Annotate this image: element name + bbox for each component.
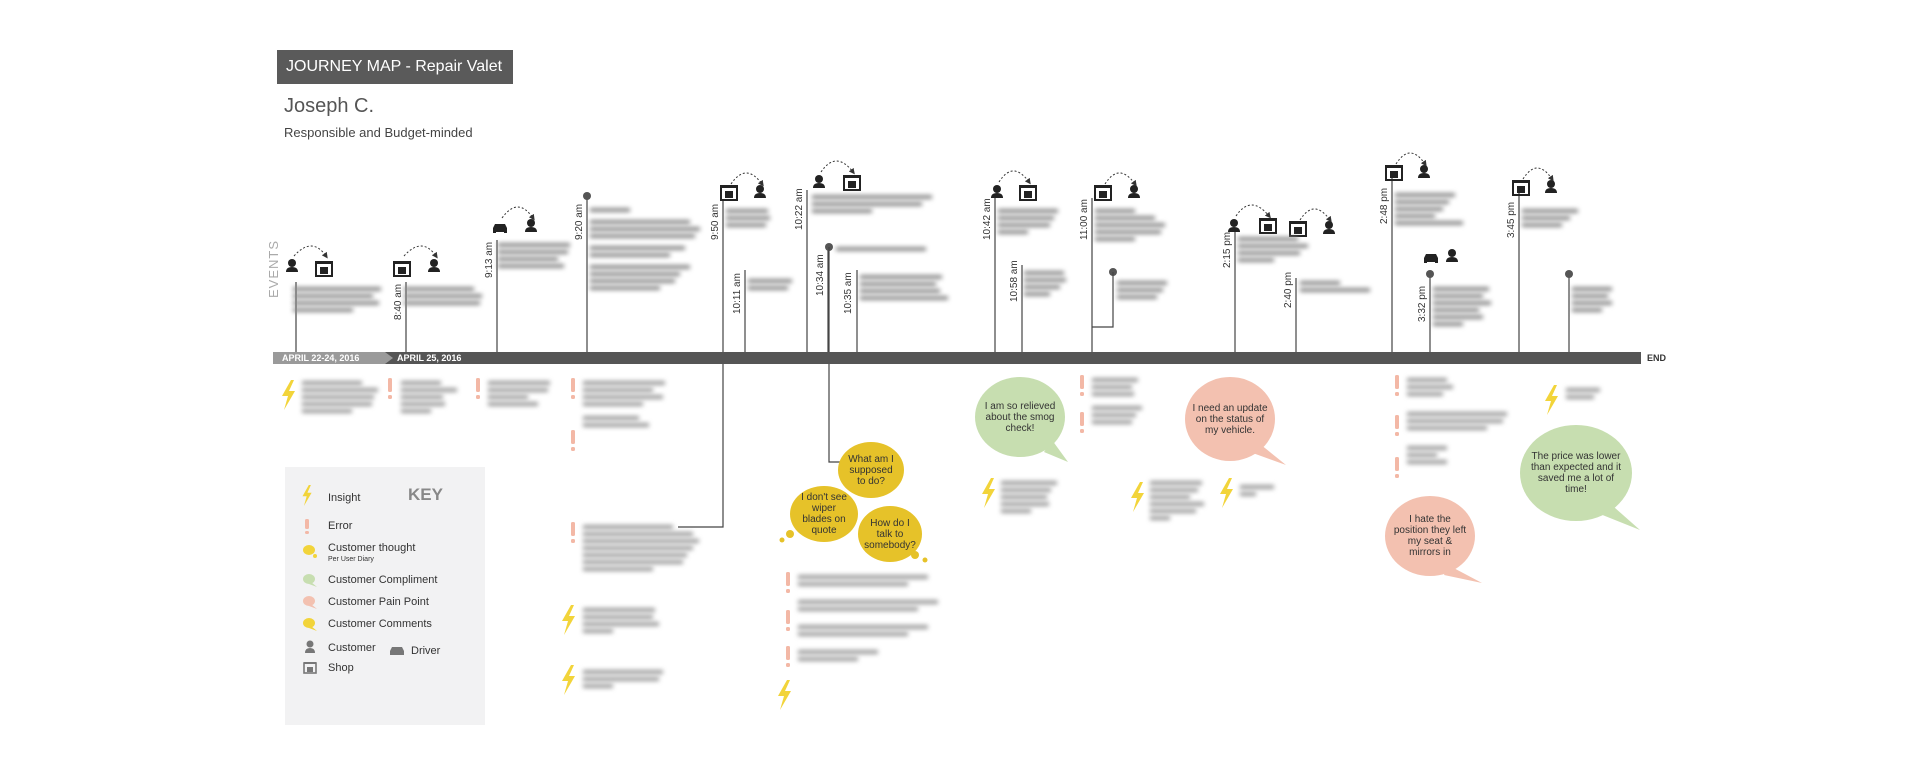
- blurred-error-text: [488, 378, 558, 409]
- time-label: 10:58 am: [1009, 260, 1020, 302]
- blurred-event-text: [1300, 278, 1380, 295]
- time-label: 3:45 pm: [1506, 201, 1517, 238]
- time-label: 2:15 pm: [1222, 231, 1233, 268]
- legend-box: KEY Insight Error Customer thought Per U…: [285, 467, 485, 725]
- date-range-2: APRIL 25, 2016: [397, 353, 462, 363]
- blurred-event-text: [1238, 234, 1318, 265]
- legend-driver: Driver: [411, 645, 441, 657]
- legend-customer: Customer: [328, 642, 376, 654]
- blurred-error-text: [583, 378, 673, 430]
- customer-thought-bubble: What am I supposed to do?: [838, 442, 904, 498]
- legend-thought-subtitle: Per User Diary: [328, 556, 374, 563]
- blurred-error-text: [401, 378, 461, 416]
- customer-pain-point-bubble: I need an update on the status of my veh…: [1185, 377, 1275, 461]
- legend-shop: Shop: [328, 662, 354, 674]
- date-range-1: APRIL 22-24, 2016: [282, 353, 360, 363]
- time-label: 9:13 am: [484, 241, 495, 278]
- blurred-event-text: [293, 284, 383, 315]
- time-label: 10:34 am: [815, 254, 826, 296]
- blurred-event-text: [860, 272, 960, 303]
- blurred-error-text: [1407, 375, 1517, 467]
- customer-thought-bubble: How do I talk to somebody?: [858, 506, 922, 562]
- legend-error: Error: [328, 520, 353, 532]
- blurred-insight-text: [1150, 478, 1220, 523]
- blurred-event-text: [1395, 190, 1485, 228]
- time-label: 2:40 pm: [1283, 271, 1294, 308]
- blurred-event-text: [998, 206, 1068, 237]
- legend-customer-thought: Customer thought: [328, 542, 416, 554]
- blurred-error-text: [798, 572, 948, 664]
- time-label: 9:50 am: [710, 203, 721, 240]
- persona-description: Responsible and Budget-minded: [284, 125, 473, 140]
- blurred-event-text: [812, 192, 942, 216]
- time-label: 10:11 am: [732, 273, 743, 314]
- time-label: 3:32 pm: [1417, 285, 1428, 322]
- blurred-event-text: [1522, 206, 1592, 230]
- customer-compliment-bubble: I am so relieved about the smog check!: [975, 377, 1065, 457]
- customer-pain-point-bubble: I hate the position they left my seat & …: [1385, 496, 1475, 576]
- legend-customer-pain-point: Customer Pain Point: [328, 596, 429, 608]
- legend-customer-comments: Customer Comments: [328, 618, 432, 630]
- time-label: 10:42 am: [982, 198, 993, 240]
- customer-compliment-bubble: The price was lower than expected and it…: [1520, 425, 1632, 521]
- blurred-insight-text: [583, 667, 673, 691]
- blurred-event-text: [1024, 268, 1074, 299]
- blurred-insight-text: [1001, 478, 1061, 516]
- blurred-insight-text: [1240, 482, 1280, 499]
- time-label: 2:48 pm: [1379, 187, 1390, 224]
- time-label: 10:22 am: [794, 188, 805, 230]
- blurred-event-text: [726, 206, 776, 230]
- blurred-event-text: [836, 244, 936, 254]
- blurred-event-text: [1117, 278, 1177, 302]
- legend-customer-compliment: Customer Compliment: [328, 574, 438, 586]
- blurred-event-text: [1433, 284, 1503, 329]
- persona-name: Joseph C.: [284, 95, 375, 117]
- journey-map-title: JOURNEY MAP - Repair Valet: [277, 50, 513, 84]
- legend-title: KEY: [408, 485, 443, 504]
- blurred-event-text: [404, 284, 484, 308]
- time-label: 10:35 am: [843, 272, 854, 314]
- blurred-event-text: [1572, 284, 1632, 315]
- timeline-bar: [273, 352, 1641, 364]
- blurred-insight-text: [302, 378, 382, 416]
- blurred-insight-text: [1566, 385, 1606, 402]
- blurred-insight-text: [583, 605, 673, 636]
- time-label: 9:20 am: [574, 203, 585, 240]
- blurred-event-text: [748, 276, 798, 293]
- blurred-error-text: [1092, 375, 1152, 427]
- timeline-segment-arrow: [385, 352, 393, 364]
- time-label: 8:40 am: [393, 283, 404, 320]
- blurred-error-text: [583, 522, 703, 574]
- customer-thought-bubble: I don't see wiper blades on quote: [790, 486, 858, 542]
- timeline-segment-first: [273, 352, 385, 364]
- timeline-end-label: END: [1647, 353, 1667, 363]
- blurred-event-text: [498, 240, 578, 271]
- legend-insight: Insight: [328, 492, 361, 504]
- time-label: 11:00 am: [1079, 199, 1090, 240]
- blurred-event-text: [590, 205, 710, 293]
- legend-icons: [302, 485, 404, 674]
- blurred-event-text: [1095, 206, 1175, 244]
